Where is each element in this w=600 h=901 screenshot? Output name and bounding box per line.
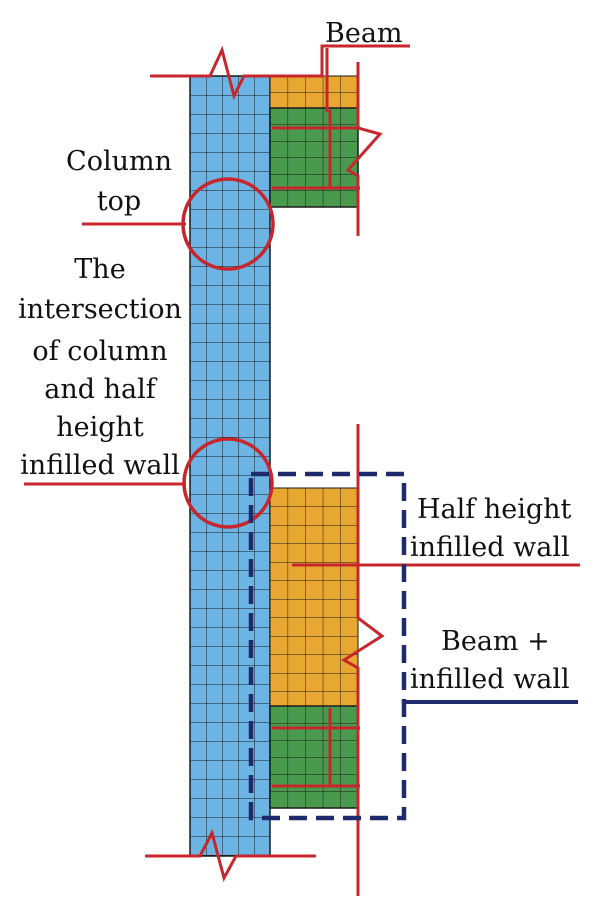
beam-plus-wall-label-line1: Beam + (441, 626, 550, 657)
beam-label: Beam (325, 18, 403, 49)
upper-beam-mesh (269, 75, 360, 208)
beam-plus-wall-label-line2: infilled wall (410, 664, 570, 695)
intersection-label-line4: and half (44, 374, 157, 405)
intersection-label-line5: height (56, 412, 144, 443)
infilled-wall-mesh (269, 487, 359, 707)
right-section-line-upper (345, 62, 383, 236)
intersection-label-line2: intersection (18, 294, 182, 325)
intersection-label-line1: The (74, 254, 125, 285)
lower-beam-mesh (269, 705, 360, 809)
bottom-break-line (145, 828, 316, 883)
intersection-label-line3: of column (32, 336, 167, 367)
column-top-label-line1: Column (66, 146, 172, 177)
column-mesh (189, 75, 271, 857)
right-section-line-lower (341, 424, 385, 896)
beam-plus-wall-dashed-box (248, 471, 407, 821)
top-break-line (150, 44, 410, 101)
column-top-label-line2: top (97, 186, 141, 217)
half-height-wall-label-line2: infilled wall (410, 532, 570, 563)
half-height-wall-label-line1: Half height (417, 494, 572, 525)
intersection-label-line6: infilled wall (20, 450, 180, 481)
